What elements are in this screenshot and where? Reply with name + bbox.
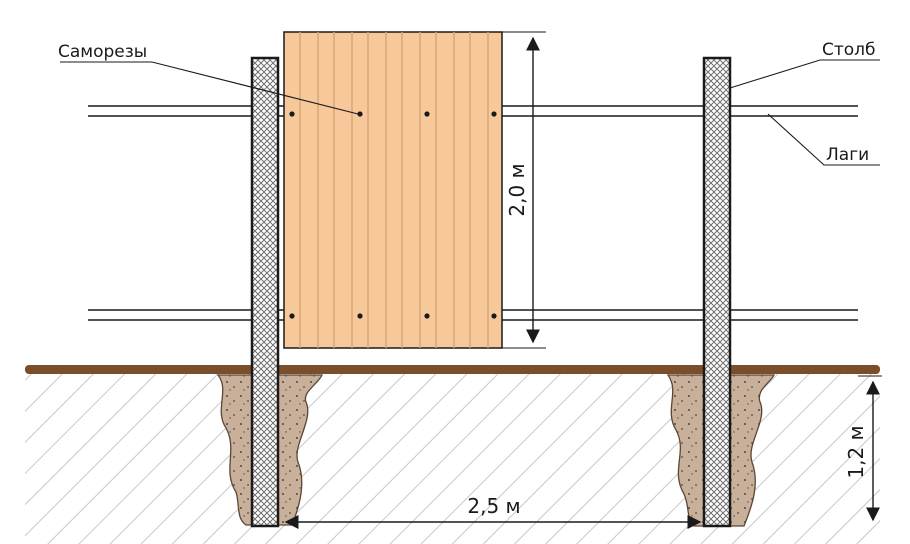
label-screws: Саморезы — [58, 42, 147, 62]
post-right — [702, 56, 732, 528]
ground-surface — [25, 365, 880, 374]
posts — [250, 56, 732, 528]
label-rails: Лаги — [826, 145, 869, 165]
screws — [289, 111, 497, 319]
label-height: 2,0 м — [505, 163, 529, 216]
height-dimension — [502, 31, 546, 349]
label-span: 2,5 м — [467, 494, 520, 518]
depth-dimension — [858, 375, 882, 522]
leader-lines — [60, 59, 880, 166]
label-post: Столб — [822, 40, 876, 60]
post-left — [250, 56, 280, 528]
label-depth: 1,2 м — [844, 425, 868, 478]
corrugated-sheet — [283, 31, 503, 349]
